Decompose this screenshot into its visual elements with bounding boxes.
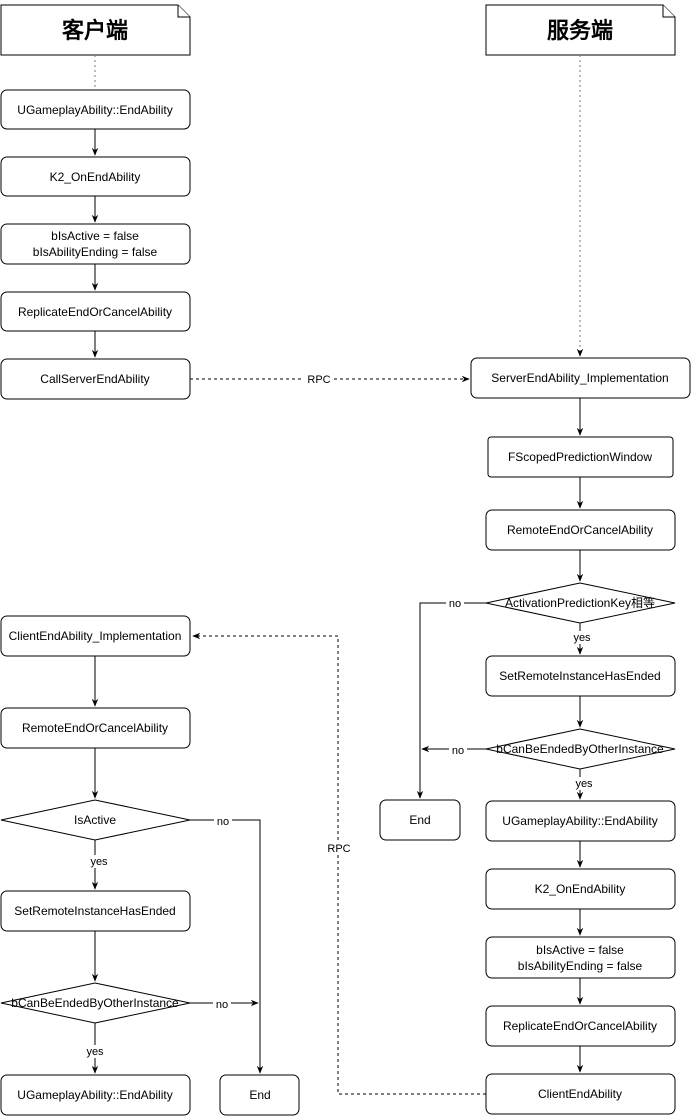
svg-text:CallServerEndAbility: CallServerEndAbility [40, 372, 149, 386]
node-server-k2-on-end: K2_OnEndAbility [485, 868, 676, 910]
node-server-key-check: ActivationPredictionKey相等 [485, 582, 676, 624]
svg-text:ReplicateEndOrCancelAbility: ReplicateEndOrCancelAbility [503, 1019, 657, 1033]
node-server-impl: ServerEndAbility_Implementation [470, 357, 691, 399]
svg-text:bCanBeEndedByOtherInstance: bCanBeEndedByOtherInstance [11, 996, 179, 1010]
client-lane-header: 客户端 [0, 4, 191, 56]
edge-d1-no-end [416, 602, 486, 799]
svg-text:End: End [249, 1088, 270, 1102]
node-client-impl: ClientEndAbility_Implementation [0, 615, 191, 657]
svg-text:ClientEndAbility: ClientEndAbility [538, 1087, 622, 1101]
node-server-window: FScopedPredictionWindow [487, 436, 674, 478]
svg-text:K2_OnEndAbility: K2_OnEndAbility [50, 170, 141, 184]
rpc-to-client-label: RPC [327, 843, 350, 855]
node-client-end: End [219, 1074, 300, 1116]
edge-rpc-to-client [192, 632, 486, 1095]
is-active-no-label: no [217, 816, 229, 828]
client-lane-title: 客户端 [62, 18, 128, 44]
rpc-to-server-label: RPC [307, 374, 330, 386]
svg-text:IsActive: IsActive [74, 813, 116, 827]
svg-text:bIsActive = false: bIsActive = false [536, 943, 624, 957]
svg-text:SetRemoteInstanceHasEnded: SetRemoteInstanceHasEnded [499, 669, 660, 683]
svg-text:RemoteEndOrCancelAbility: RemoteEndOrCancelAbility [507, 523, 653, 537]
node-client-is-active-check: IsActive [0, 799, 191, 841]
node-client-end-ability-2: UGameplayAbility::EndAbility [0, 1074, 191, 1116]
node-client-k2-on-end: K2_OnEndAbility [0, 156, 191, 197]
svg-text:FScopedPredictionWindow: FScopedPredictionWindow [508, 450, 652, 464]
svg-text:bCanBeEndedByOtherInstance: bCanBeEndedByOtherInstance [496, 742, 664, 756]
node-client-set-remote: SetRemoteInstanceHasEnded [0, 890, 191, 932]
node-client-end-ability: UGameplayAbility::EndAbility [0, 89, 191, 130]
svg-text:RemoteEndOrCancelAbility: RemoteEndOrCancelAbility [22, 721, 168, 735]
node-server-remote-end: RemoteEndOrCancelAbility [485, 509, 676, 551]
svg-text:ActivationPredictionKey相等: ActivationPredictionKey相等 [505, 596, 655, 610]
svg-text:UGameplayAbility::EndAbility: UGameplayAbility::EndAbility [502, 814, 657, 828]
svg-text:ReplicateEndOrCancelAbility: ReplicateEndOrCancelAbility [18, 305, 172, 319]
node-server-replicate: ReplicateEndOrCancelAbility [485, 1005, 676, 1047]
svg-text:End: End [409, 813, 430, 827]
svg-text:bIsAbilityEnding = false: bIsAbilityEnding = false [33, 245, 158, 259]
edge-labels: RPC RPC no yes no yes no yes no yes [84, 373, 595, 1058]
server-lane-title: 服务端 [547, 19, 613, 44]
node-client-remote-end: RemoteEndOrCancelAbility [0, 707, 191, 749]
svg-text:bIsAbilityEnding = false: bIsAbilityEnding = false [518, 959, 643, 973]
node-server-is-active: bIsActive = false bIsAbilityEnding = fal… [485, 936, 676, 979]
svg-text:UGameplayAbility::EndAbility: UGameplayAbility::EndAbility [17, 1088, 172, 1102]
node-client-call-server: CallServerEndAbility [0, 358, 191, 400]
node-server-set-remote: SetRemoteInstanceHasEnded [485, 655, 676, 697]
key-check-no-label: no [449, 598, 461, 610]
node-client-can-be-ended: bCanBeEndedByOtherInstance [0, 982, 191, 1024]
svg-text:ClientEndAbility_Implementatio: ClientEndAbility_Implementation [9, 629, 182, 643]
server-can-be-ended-yes-label: yes [575, 778, 593, 790]
svg-text:K2_OnEndAbility: K2_OnEndAbility [535, 882, 626, 896]
node-server-end: End [379, 799, 461, 841]
svg-text:SetRemoteInstanceHasEnded: SetRemoteInstanceHasEnded [14, 904, 175, 918]
node-client-replicate: ReplicateEndOrCancelAbility [0, 291, 191, 332]
server-can-be-ended-no-label: no [452, 745, 464, 757]
node-server-end-ability: UGameplayAbility::EndAbility [485, 800, 676, 842]
client-can-be-ended-yes-label: yes [86, 1046, 104, 1058]
node-client-is-active: bIsActive = false bIsAbilityEnding = fal… [0, 223, 191, 265]
node-server-can-be-ended: bCanBeEndedByOtherInstance [485, 728, 676, 770]
is-active-yes-label: yes [90, 856, 108, 868]
key-check-yes-label: yes [573, 632, 591, 644]
node-server-client-end: ClientEndAbility [485, 1073, 676, 1115]
svg-text:bIsActive = false: bIsActive = false [51, 229, 139, 243]
svg-text:UGameplayAbility::EndAbility: UGameplayAbility::EndAbility [17, 103, 172, 117]
edge-d3-no-end [190, 819, 264, 1074]
client-can-be-ended-no-label: no [216, 999, 228, 1011]
svg-text:ServerEndAbility_Implementatio: ServerEndAbility_Implementation [491, 371, 668, 385]
server-lane-header: 服务端 [485, 4, 676, 56]
